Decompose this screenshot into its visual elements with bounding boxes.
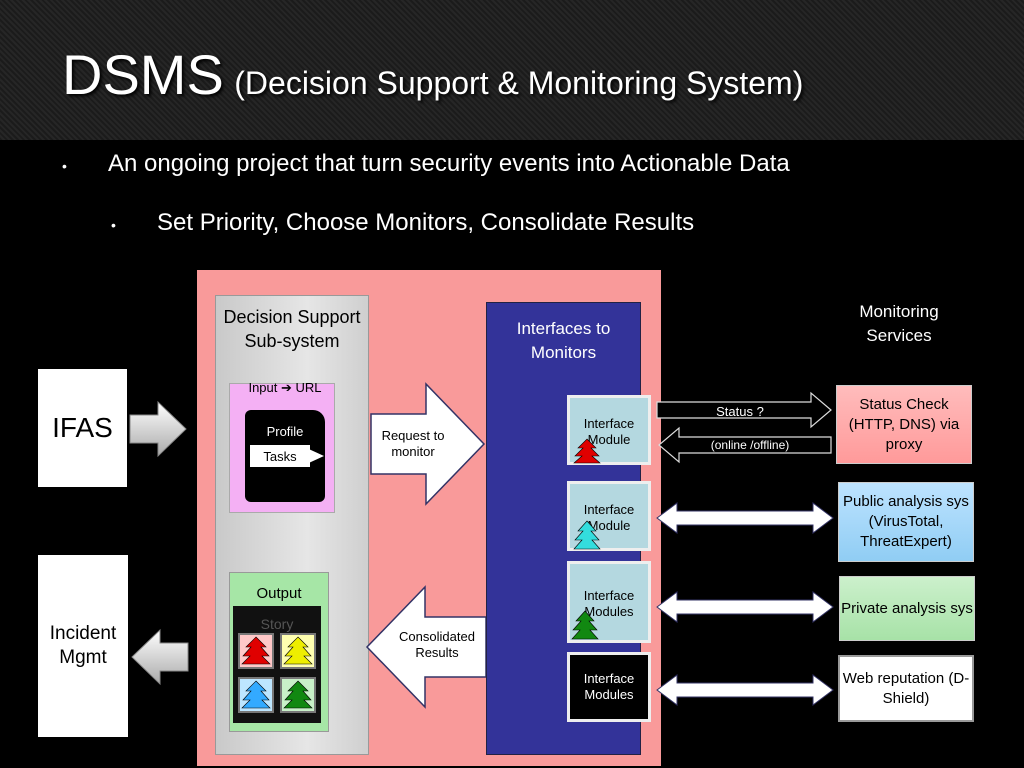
tree-icon bbox=[573, 438, 601, 464]
request-arrow bbox=[370, 382, 486, 506]
output-title: Output bbox=[256, 585, 302, 602]
incident-arrow-left bbox=[131, 628, 189, 686]
slide-title: DSMS (Decision Support & Monitoring Syst… bbox=[62, 42, 803, 107]
status-request-label: Status ? bbox=[716, 404, 764, 419]
story-tile-2 bbox=[280, 633, 316, 669]
interface-module-label: Interface Module bbox=[583, 502, 635, 533]
status-response-arrow bbox=[658, 426, 832, 464]
story-tile-4 bbox=[280, 677, 316, 713]
status-response-label: (online /offline) bbox=[710, 438, 790, 452]
interfaces-title: Interfaces to Monitors bbox=[516, 319, 611, 362]
bullet-2: • Set Priority, Choose Monitors, Consoli… bbox=[111, 209, 695, 237]
interface-module-3: Interface Modules bbox=[567, 561, 651, 643]
ifas-box: IFAS bbox=[38, 369, 127, 487]
double-arrow-public bbox=[656, 502, 834, 534]
decision-support-title: Decision Support Sub-system bbox=[223, 307, 361, 351]
public-analysis-service: Public analysis sys (VirusTotal, ThreatE… bbox=[838, 482, 974, 562]
service-label: Status Check (HTTP, DNS) via proxy bbox=[848, 395, 960, 453]
bullet-2-text: Set Priority, Choose Monitors, Consolida… bbox=[157, 209, 695, 236]
double-arrow-web bbox=[656, 674, 834, 706]
service-label: Private analysis sys bbox=[841, 599, 973, 617]
private-analysis-service: Private analysis sys bbox=[839, 576, 975, 641]
input-url-label: Input ➔ URL bbox=[248, 380, 322, 395]
story-tile-3 bbox=[238, 677, 274, 713]
service-label: Public analysis sys (VirusTotal, ThreatE… bbox=[843, 493, 969, 550]
incident-mgmt-box: Incident Mgmt bbox=[38, 555, 128, 737]
tree-icon bbox=[241, 636, 271, 665]
incident-mgmt-label: Incident Mgmt bbox=[49, 623, 117, 668]
interface-module-label: Interface Modules bbox=[583, 671, 635, 702]
service-label: Web reputation (D-Shield) bbox=[842, 669, 970, 707]
bullet-dot: • bbox=[62, 158, 67, 174]
monitoring-services-title: Monitoring Services bbox=[859, 302, 939, 345]
tree-icon bbox=[571, 610, 599, 640]
title-band bbox=[0, 0, 1024, 140]
tree-icon bbox=[283, 636, 313, 665]
title-main: DSMS bbox=[62, 43, 224, 106]
double-arrow-private bbox=[656, 591, 834, 623]
interface-module-2: Interface Module bbox=[567, 481, 651, 551]
interface-module-4: Interface Modules bbox=[567, 652, 651, 722]
consolidated-arrow bbox=[365, 585, 487, 709]
interface-module-1: Interface Module bbox=[567, 395, 651, 465]
status-check-service: Status Check (HTTP, DNS) via proxy bbox=[836, 385, 972, 464]
request-label: Request to monitor bbox=[381, 428, 445, 459]
status-request-arrow bbox=[656, 391, 832, 429]
tree-icon bbox=[283, 680, 313, 709]
bullet-1-text: An ongoing project that turn security ev… bbox=[108, 150, 790, 177]
ifas-label: IFAS bbox=[52, 412, 113, 443]
bullet-1: • An ongoing project that turn security … bbox=[62, 150, 790, 178]
interface-module-label: Interface Modules bbox=[583, 588, 635, 619]
tasks-text: Tasks bbox=[263, 448, 297, 464]
web-reputation-service: Web reputation (D-Shield) bbox=[838, 655, 974, 722]
story-label: Story bbox=[260, 616, 294, 632]
interface-module-label: Interface Module bbox=[583, 416, 635, 447]
tasks-label: Tasks bbox=[250, 445, 310, 467]
consolidated-label: Consolidated Results bbox=[399, 629, 475, 660]
bullet-dot: • bbox=[111, 217, 116, 233]
ifas-arrow-right bbox=[129, 400, 187, 458]
title-sub: (Decision Support & Monitoring System) bbox=[234, 65, 804, 101]
tree-icon bbox=[241, 680, 271, 709]
profile-label: Profile bbox=[266, 424, 304, 439]
tree-icon bbox=[573, 520, 601, 550]
story-tile-1 bbox=[238, 633, 274, 669]
